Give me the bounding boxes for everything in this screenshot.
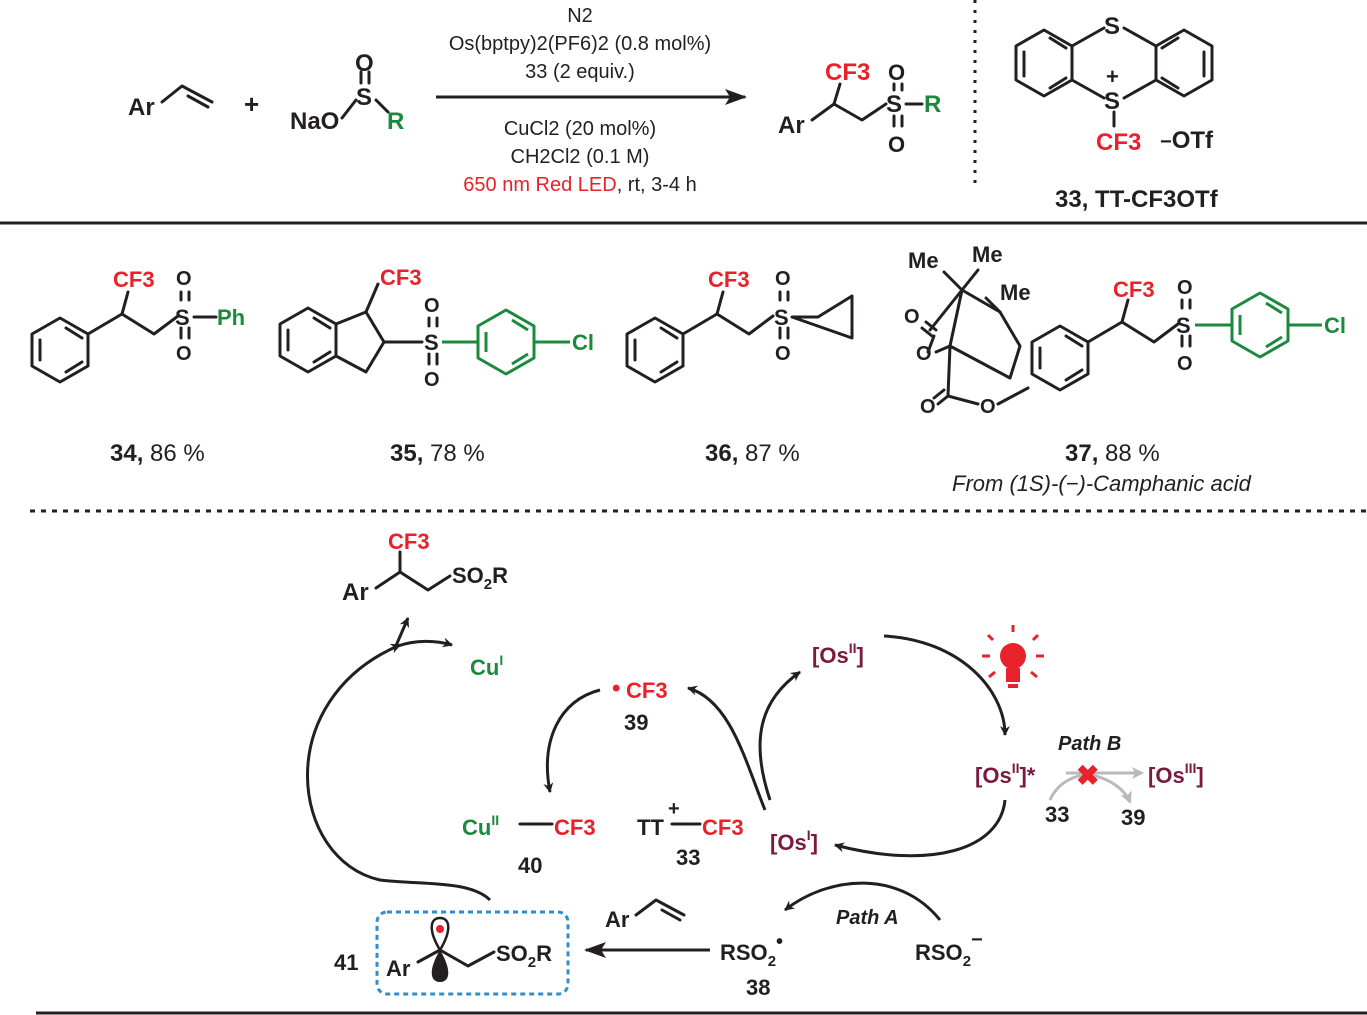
int-so2r: SO2R <box>496 941 552 971</box>
p37-o1: O <box>1177 277 1193 299</box>
p37-o2: O <box>1177 353 1193 375</box>
cu2-label: CuII <box>462 812 499 840</box>
p35-cl: Cl <box>572 330 594 355</box>
light-bulb-icon <box>982 625 1044 688</box>
product-34: CF3 S O O Ph <box>30 267 245 384</box>
ar-label: Ar <box>128 94 155 121</box>
p35-cf3: CF3 <box>380 265 422 290</box>
p34-o2: O <box>176 343 192 365</box>
tt-label: TT <box>637 815 664 840</box>
os1-label: [OsI] <box>770 827 818 855</box>
alkene-ar: Ar <box>605 907 630 932</box>
blocked-x-icon: ✖ <box>1076 760 1099 791</box>
intermediate-num: 41 <box>334 950 358 975</box>
p34-cf3: CF3 <box>113 267 155 292</box>
tt-num: 33 <box>676 845 700 870</box>
path-a-label: Path A <box>836 907 899 929</box>
cu1-label: CuI <box>470 652 503 680</box>
rso2-anion: RSO2− <box>915 929 983 970</box>
p36-s: S <box>774 305 789 330</box>
mech-product-cf3: CF3 <box>388 529 430 554</box>
intermediate-box <box>375 910 570 996</box>
scheme-top: Ar + NaO S O R N2 Os(bptpy)2(PF6)2 (0.8 … <box>128 0 1219 213</box>
p36-cf3: CF3 <box>708 267 750 292</box>
mech-product-ar: Ar <box>342 579 369 606</box>
product-35: CF3 S O O Cl <box>278 265 594 391</box>
p37-me3: Me <box>1000 280 1031 305</box>
p37-o-ester: O <box>980 396 996 418</box>
condition-n2: N2 <box>567 5 593 27</box>
tt-plus: + <box>668 798 680 820</box>
product-37-label: 37, 88 % <box>1065 440 1160 467</box>
mechanism: Ar CF3 SO2R CuI • CF3 39 CuII CF3 40 TT … <box>306 529 1204 1000</box>
product-o-top: O <box>888 60 905 85</box>
p34-o1: O <box>176 268 192 290</box>
cf3-radical: • <box>612 675 620 702</box>
pathb-39: 39 <box>1121 805 1145 830</box>
p37-me1: Me <box>908 248 939 273</box>
reagent-label: 33, TT-CF3OTf <box>1055 186 1219 213</box>
p37-s: S <box>1176 313 1191 338</box>
int-ar: Ar <box>386 956 411 981</box>
tt-cf3: CF3 <box>1096 129 1141 156</box>
p36-o2: O <box>775 343 791 365</box>
pathb-33: 33 <box>1045 802 1069 827</box>
p37-cl: Cl <box>1324 313 1346 338</box>
p34-s: S <box>175 305 190 330</box>
tt-otf: −OTf <box>1160 127 1214 154</box>
condition-reagent: 33 (2 equiv.) <box>525 61 635 83</box>
os3-label: [OsIII] <box>1148 760 1204 788</box>
cucf3-cf3: CF3 <box>554 815 596 840</box>
product-37-note: From (1S)-(−)-Camphanic acid <box>952 471 1252 496</box>
product-s: S <box>886 91 902 118</box>
plus-sign: + <box>244 89 259 119</box>
product-37: Me Me Me O O O O CF3 S O O Cl <box>904 242 1346 418</box>
p37-o-carbonyl: O <box>904 306 920 328</box>
p36-o1: O <box>775 268 791 290</box>
product-o-bottom: O <box>888 132 905 157</box>
condition-light: 650 nm Red LED, rt, 3-4 h <box>463 174 696 196</box>
cucf3-num: 40 <box>518 853 542 878</box>
p35-s: S <box>424 330 439 355</box>
product-36-label: 36, 87 % <box>705 440 800 467</box>
p35-o1: O <box>424 295 440 317</box>
os2-label: [OsII] <box>812 640 864 668</box>
product-r: R <box>924 91 941 118</box>
product-34-label: 34, 86 % <box>110 440 205 467</box>
rso2-radical-num: 38 <box>746 975 770 1000</box>
p37-me2: Me <box>972 242 1003 267</box>
os2-excited-label: [OsII]* <box>975 760 1036 788</box>
o-atom: O <box>355 50 374 77</box>
tt-s-top: S <box>1104 13 1120 40</box>
product-ar: Ar <box>778 112 805 139</box>
tt-plus-charge: + <box>1106 64 1119 89</box>
condition-cucl2: CuCl2 (20 mol%) <box>504 118 656 140</box>
p34-ph: Ph <box>217 305 245 330</box>
r-group: R <box>387 108 404 135</box>
tt-cf3-mech: CF3 <box>702 815 744 840</box>
product-35-label: 35, 78 % <box>390 440 485 467</box>
cf3-radical-num: 39 <box>624 710 648 735</box>
condition-solvent: CH2Cl2 (0.1 M) <box>511 146 650 168</box>
product-36: CF3 S O O <box>625 267 854 384</box>
tt-s-plus: S <box>1104 88 1120 115</box>
s-atom: S <box>356 84 372 111</box>
mech-product-so2r: SO2R <box>452 563 508 593</box>
condition-catalyst: Os(bptpy)2(PF6)2 (0.8 mol%) <box>449 33 711 55</box>
rso2-radical: RSO2• <box>720 931 783 970</box>
path-b-label: Path B <box>1058 733 1121 755</box>
nao-label: NaO <box>290 108 339 135</box>
p35-o2: O <box>424 369 440 391</box>
thianthrenium-structure: S S + CF3 −OTf <box>1014 13 1214 156</box>
p37-cf3: CF3 <box>1113 277 1155 302</box>
product-cf3: CF3 <box>825 59 870 86</box>
p37-o-ester-co: O <box>920 396 936 418</box>
p37-o-ring: O <box>916 343 932 365</box>
cf3-radical-label: CF3 <box>626 678 668 703</box>
